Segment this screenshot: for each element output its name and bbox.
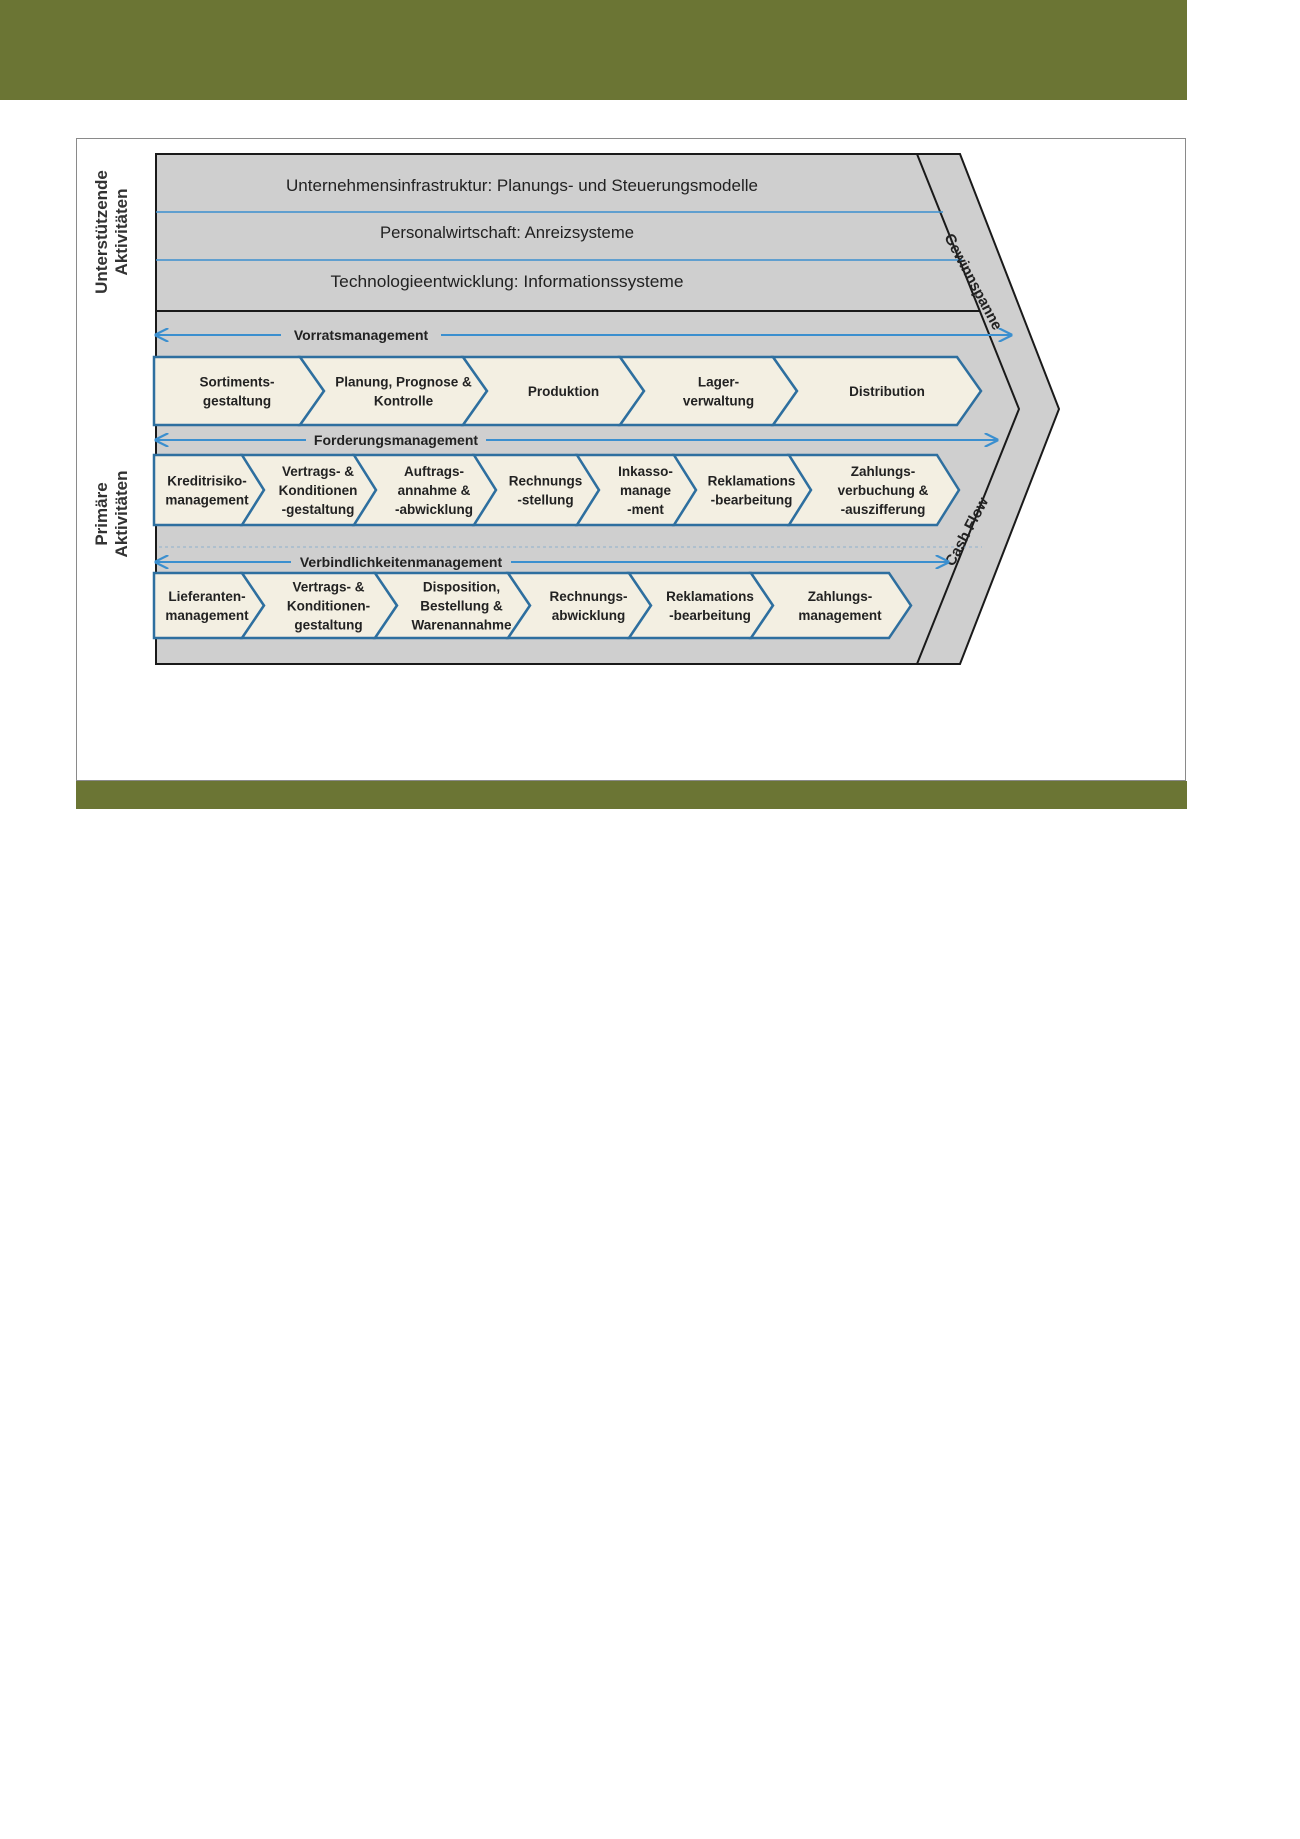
process-step-label: Sortiments- (199, 375, 274, 390)
process-step-chevron (617, 355, 799, 427)
process-step-label: Rechnungs- (549, 589, 627, 604)
support-row-infrastructure: Unternehmensinfrastruktur: Planungs- und… (286, 176, 758, 195)
support-row-technology: Technologieentwicklung: Informationssyst… (331, 272, 684, 291)
process-step-chevron (152, 355, 326, 427)
process-step-label: Vertrags- & (292, 580, 364, 595)
process-chevrons: Sortiments-gestaltung Planung, Prognose &… (152, 355, 983, 640)
process-step-chevron (297, 355, 489, 427)
side-label-primary-1: Primäre (92, 482, 111, 545)
process-step-chevron (626, 571, 775, 640)
header-band (0, 0, 1187, 100)
process-step-chevron (770, 355, 983, 427)
process-step-label: verwaltung (683, 394, 754, 409)
process-step-label: management (798, 608, 882, 623)
process-step-chevron (748, 571, 913, 640)
process-step-label: Zahlungs- (808, 589, 873, 604)
process-step-chevron (786, 453, 961, 527)
side-label-support-2: Aktivitäten (112, 189, 131, 276)
section-title: Verbindlichkeitenmanagement (300, 554, 503, 570)
section-verbindlichkeiten: Verbindlichkeitenmanagement (156, 552, 948, 572)
process-step-label: Disposition, (423, 580, 500, 595)
support-row-hr: Personalwirtschaft: Anreizsysteme (380, 223, 634, 242)
footer-band (76, 781, 1187, 809)
process-step-label: -auszifferung (841, 502, 926, 517)
process-step-label: Produktion (528, 384, 599, 399)
process-step-label: -stellung (517, 493, 573, 508)
process-step-label: management (165, 493, 249, 508)
process-step-label: abwicklung (552, 608, 626, 623)
process-step-label: Reklamations (666, 589, 754, 604)
process-step-chevron (671, 453, 813, 527)
process-step-label: verbuchung & (838, 483, 929, 498)
process-step-label: Lager- (698, 375, 739, 390)
process-step-label: Lieferanten- (168, 589, 245, 604)
process-step-label: annahme & (398, 483, 471, 498)
process-step-label: Konditionen- (287, 599, 370, 614)
process-step-label: gestaltung (294, 618, 362, 633)
process-step-label: Bestellung & (420, 599, 503, 614)
section-vorrat: Vorratsmanagement (156, 325, 1011, 345)
section-forderung: Forderungsmanagement (156, 430, 997, 450)
process-step-label: Reklamations (708, 474, 796, 489)
process-step-label: Distribution (849, 384, 925, 399)
process-step-label: Zahlungs- (851, 464, 916, 479)
process-step-label: -bearbeitung (711, 493, 793, 508)
process-step-label: gestaltung (203, 394, 271, 409)
value-chain-diagram: Unterstützende Aktivitäten Primäre Aktiv… (92, 153, 1061, 665)
process-step-label: Rechnungs (509, 474, 583, 489)
process-step-label: Konditionen (279, 483, 358, 498)
process-step-label: -gestaltung (282, 502, 355, 517)
value-chain-figure: Unterstützende Aktivitäten Primäre Aktiv… (76, 138, 1186, 781)
process-step-label: Auftrags- (404, 464, 464, 479)
side-label-support-1: Unterstützende (92, 170, 111, 294)
process-step-label: Kontrolle (374, 394, 434, 409)
side-label-primary-2: Aktivitäten (112, 471, 131, 558)
process-step-label: Kreditrisiko- (167, 474, 247, 489)
process-step-label: Warenannahme (411, 618, 512, 633)
section-title: Forderungsmanagement (314, 432, 478, 448)
process-step-label: Planung, Prognose & (335, 375, 472, 390)
process-step-chevron (505, 571, 653, 640)
process-step-label: Inkasso- (618, 464, 673, 479)
process-step-label: manage (620, 483, 672, 498)
process-step-label: -ment (627, 502, 664, 517)
process-step-label: management (165, 608, 249, 623)
section-title: Vorratsmanagement (294, 327, 429, 343)
process-step-label: -abwicklung (395, 502, 473, 517)
process-step-label: -bearbeitung (669, 608, 751, 623)
process-step-label: Vertrags- & (282, 464, 354, 479)
